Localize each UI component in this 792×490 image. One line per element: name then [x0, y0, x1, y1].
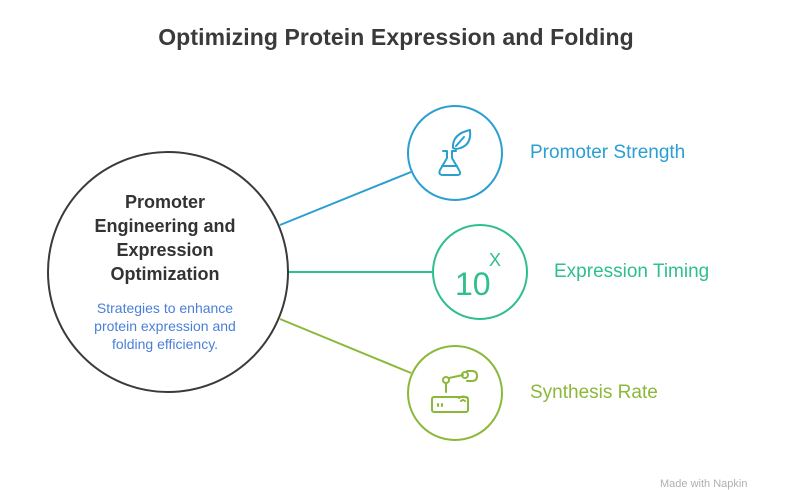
- branch-label-expression-timing: Expression Timing: [554, 261, 710, 282]
- central-topic-description-line: folding efficiency.: [111, 336, 219, 352]
- central-topic-title-line: Optimization: [110, 264, 220, 284]
- ten-x-icon: 10 X: [455, 250, 501, 302]
- central-topic-description-line: Strategies to enhance: [96, 300, 234, 316]
- connector-synthesis-rate: [279, 318, 412, 374]
- ten-x-icon-base: 10: [455, 266, 491, 302]
- ten-x-icon-exponent: X: [489, 250, 501, 270]
- node-circle-synthesis-rate: [407, 345, 503, 441]
- node-circle-expression-timing: [432, 224, 528, 320]
- central-topic-description-line: protein expression and: [94, 318, 236, 334]
- flask-leaf-icon: [438, 129, 472, 176]
- central-topic-title-line: Engineering and: [94, 216, 236, 236]
- node-circle-promoter-strength: [407, 105, 503, 201]
- central-topic-title: Promoter Engineering and Expression Opti…: [70, 190, 260, 286]
- central-topic-title-line: Expression: [116, 240, 214, 260]
- central-topic-title-line: Promoter: [124, 192, 205, 212]
- central-hub-circle: [47, 151, 289, 393]
- connector-promoter-strength: [279, 171, 412, 226]
- branch-label-synthesis-rate: Synthesis Rate: [530, 382, 658, 403]
- diagram-title: Optimizing Protein Expression and Foldin…: [158, 24, 634, 50]
- central-topic-description: Strategies to enhance protein expression…: [78, 299, 252, 353]
- branch-label-promoter-strength: Promoter Strength: [530, 142, 686, 163]
- made-with-napkin-footer: Made with Napkin: [660, 478, 748, 490]
- robot-arm-icon: [431, 370, 478, 413]
